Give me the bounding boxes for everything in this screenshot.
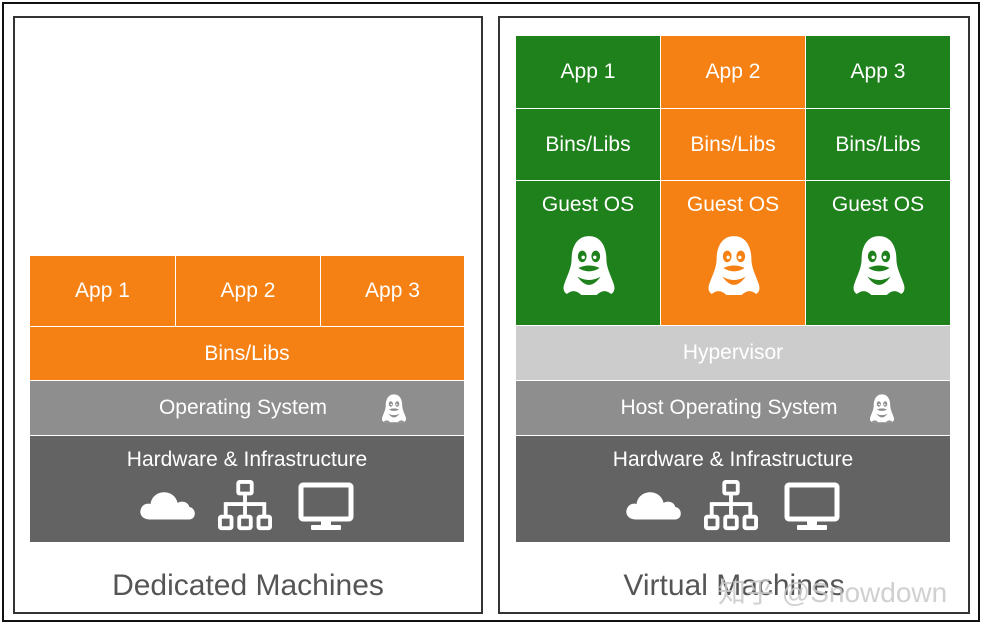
vm1-app-label: App 1 [560,60,616,83]
dedicated-app-1: App 1 [30,256,175,326]
dedicated-machines-panel: App 1 App 2 App 3 Bins/Libs Operating Sy… [13,16,483,614]
vm3-bins-libs-label: Bins/Libs [835,132,921,156]
host-os-label: Host Operating System [620,396,838,419]
tux-penguin-icon [850,233,908,301]
dedicated-os-label: Operating System [158,396,328,419]
vm2-app: App 2 [661,36,805,108]
virtual-machines-panel: App 1 Bins/Libs Guest OS App 2 Bins/Libs… [498,16,970,614]
vm3-app-label: App 3 [850,60,906,83]
vm2-bins-libs: Bins/Libs [661,109,805,180]
vm3-guest-os: Guest OS [806,181,950,325]
dedicated-hardware-label: Hardware & Infrastructure [126,448,368,471]
dedicated-operating-system: Operating System [30,381,464,435]
vm1-bins-libs: Bins/Libs [516,109,660,180]
vm1-app: App 1 [516,36,660,108]
virtual-machines-caption: Virtual Machines [623,569,845,602]
monitor-icon [298,482,354,532]
vm3-guest-os-label: Guest OS [831,193,925,216]
vm3-bins-libs: Bins/Libs [806,109,950,180]
hypervisor-label: Hypervisor [682,341,784,364]
vm2-bins-libs-label: Bins/Libs [690,132,776,156]
dedicated-app-3-label: App 3 [365,279,420,302]
network-hierarchy-icon [704,480,758,534]
tux-penguin-icon [868,393,896,425]
vm2-app-label: App 2 [705,60,761,83]
dedicated-app-2: App 2 [176,256,320,326]
monitor-icon [784,482,840,532]
cloud-icon [624,486,682,522]
dedicated-app-2-label: App 2 [220,279,276,302]
vm1-guest-os: Guest OS [516,181,660,325]
dedicated-app-3: App 3 [321,256,464,326]
network-hierarchy-icon [218,480,272,534]
vm2-guest-os: Guest OS [661,181,805,325]
vm3-app: App 3 [806,36,950,108]
vm-hardware-label: Hardware & Infrastructure [612,448,854,471]
vm-hardware-infrastructure: Hardware & Infrastructure [516,436,950,542]
dedicated-machines-caption: Dedicated Machines [112,569,384,602]
dedicated-bins-libs-label: Bins/Libs [204,341,290,365]
cloud-icon [138,486,196,522]
tux-penguin-icon [380,393,408,425]
dedicated-bins-libs: Bins/Libs [30,327,464,380]
dedicated-hardware-infrastructure: Hardware & Infrastructure [30,436,464,542]
hypervisor-layer: Hypervisor [516,326,950,380]
dedicated-app-1-label: App 1 [75,279,130,302]
watermark-text: 知乎 @Snowdown [718,577,948,608]
tux-penguin-icon [705,233,763,301]
vm1-bins-libs-label: Bins/Libs [545,132,631,156]
host-operating-system: Host Operating System [516,381,950,435]
figure-frame [2,2,980,622]
tux-penguin-icon [560,233,618,301]
vm1-guest-os-label: Guest OS [541,193,635,216]
vm2-guest-os-label: Guest OS [686,193,780,216]
